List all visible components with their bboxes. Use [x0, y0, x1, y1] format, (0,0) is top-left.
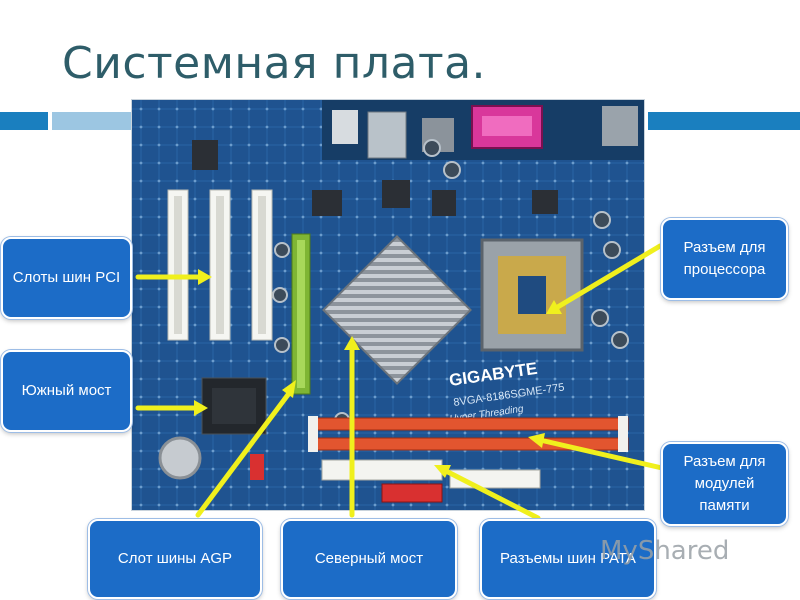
arrow-northbridge-head: [344, 336, 360, 350]
callout-north-bridge: Северный мост: [281, 519, 457, 599]
slide-title: Системная плата.: [62, 38, 487, 89]
arrow-cpu: [553, 243, 663, 311]
arrow-memory: [537, 437, 665, 471]
arrow-agp-head: [282, 380, 296, 398]
arrow-cpu-head: [546, 300, 562, 314]
accent-bar-left-light: [52, 112, 132, 130]
callout-pata-connectors: Разъемы шин PATA: [480, 519, 656, 599]
callout-memory-slots: Разъем для модулей памяти: [661, 442, 788, 526]
accent-bar-left: [0, 112, 48, 130]
callout-pci-slots: Слоты шин PCI: [1, 237, 132, 319]
accent-bar-right: [648, 112, 800, 130]
callout-agp-slot: Слот шины AGP: [88, 519, 262, 599]
watermark-logo: MyShared: [600, 536, 730, 566]
arrow-pci-head: [198, 269, 212, 285]
arrow-pata: [441, 467, 541, 521]
arrow-southbridge-head: [194, 400, 208, 416]
arrow-memory-head: [528, 433, 545, 448]
arrow-agp: [195, 389, 293, 518]
callout-cpu-socket: Разъем для процессора: [661, 218, 788, 300]
callout-south-bridge: Южный мост: [1, 350, 132, 432]
arrow-pata-head: [434, 465, 451, 478]
